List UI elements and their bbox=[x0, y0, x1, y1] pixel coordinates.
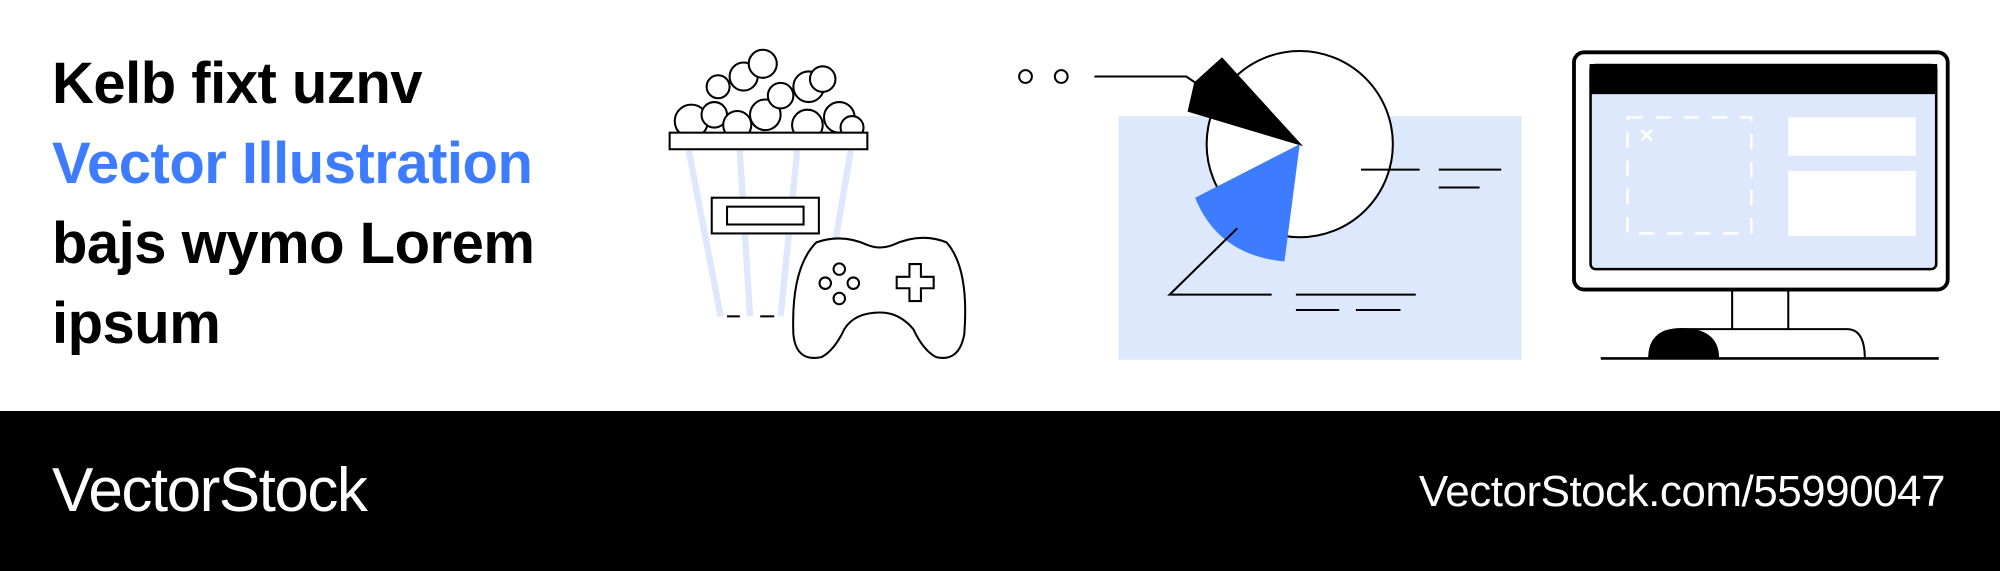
vectorstock-logo: VectorStock bbox=[52, 456, 368, 525]
popcorn-icon bbox=[668, 48, 869, 318]
monitor-icon bbox=[1572, 50, 1950, 360]
headline-line-4: ipsum bbox=[52, 291, 221, 356]
headline: Kelb fixt uznv Vector Illustration bajs … bbox=[52, 44, 535, 364]
gamepad-icon bbox=[792, 236, 967, 359]
footer-bar: VectorStock VectorStock.com/55990047 bbox=[0, 411, 2000, 571]
image-url: VectorStock.com/55990047 bbox=[1418, 467, 1946, 516]
headline-line-2: Vector Illustration bbox=[52, 131, 533, 196]
pie-chart-illustration bbox=[1018, 50, 1522, 360]
illustrations bbox=[668, 48, 1950, 360]
headline-line-3: bajs wymo Lorem bbox=[52, 211, 535, 276]
headline-line-1: Kelb fixt uznv bbox=[52, 51, 423, 116]
